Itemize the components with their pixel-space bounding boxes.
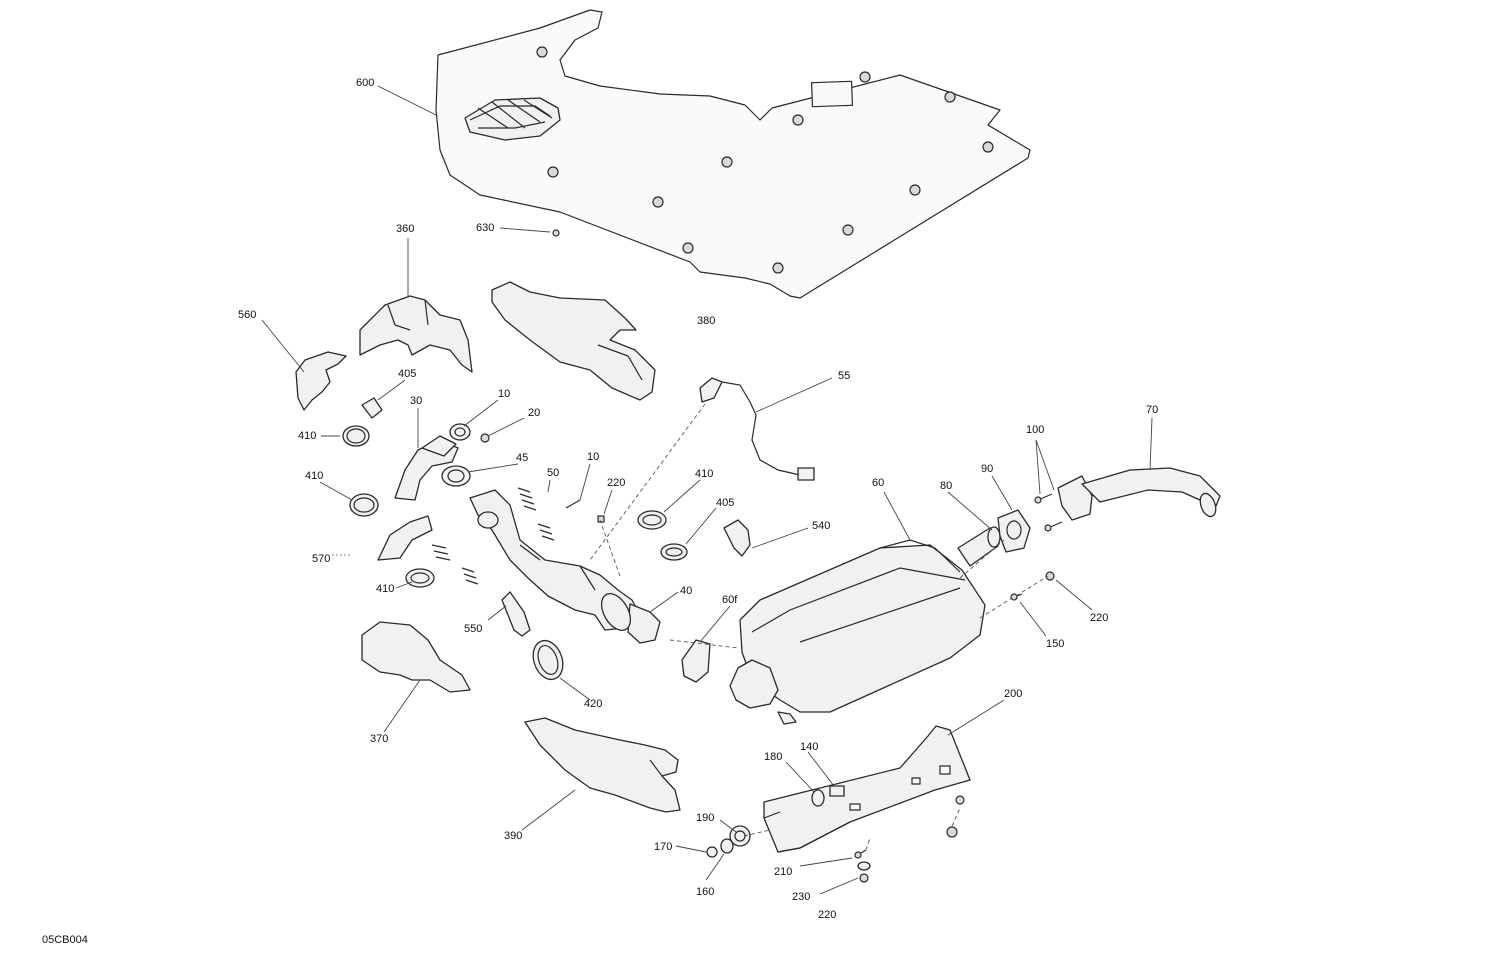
gasket-10-part-a[interactable] (449, 423, 471, 441)
spring-50-part-a[interactable] (517, 487, 537, 511)
heat-shield-360-part[interactable] (359, 295, 473, 373)
bolt-210-part[interactable] (854, 849, 867, 859)
tailpipe-70-part[interactable] (1057, 467, 1221, 521)
o2-sensor-55-part[interactable] (699, 377, 815, 481)
bolt-150-part[interactable] (1010, 593, 1023, 601)
callout-220-c: 220 (818, 909, 836, 921)
callout-200: 200 (1004, 688, 1022, 700)
washer-230-part[interactable] (857, 861, 871, 871)
shield-390-part[interactable] (524, 717, 681, 813)
callout-560: 560 (238, 309, 256, 321)
rivets (536, 46, 994, 274)
callout-420: 420 (584, 698, 602, 710)
callout-55: 55 (838, 370, 850, 382)
pin-10-part-b[interactable] (565, 499, 581, 509)
clamp-410-part-a[interactable] (342, 425, 370, 447)
clamp-60f-part[interactable] (681, 639, 711, 683)
clamp-410-part-d[interactable] (405, 568, 435, 588)
sleeve-160-part[interactable] (720, 838, 734, 854)
callout-390: 390 (504, 830, 522, 842)
callout-540: 540 (812, 520, 830, 532)
callout-180: 180 (764, 751, 782, 763)
callout-410-d: 410 (376, 583, 394, 595)
rivet-630-part[interactable] (552, 229, 560, 237)
callout-230: 230 (792, 891, 810, 903)
callout-630: 630 (476, 222, 494, 234)
callout-360: 360 (396, 223, 414, 235)
callout-140: 140 (800, 741, 818, 753)
callout-160: 160 (696, 886, 714, 898)
callout-45: 45 (516, 452, 528, 464)
shield-560-part[interactable] (295, 351, 347, 411)
callout-90: 90 (981, 463, 993, 475)
diagram-code: 05CB004 (42, 934, 88, 946)
callout-100: 100 (1026, 424, 1044, 436)
callout-405-a: 405 (398, 368, 416, 380)
grommet-140-part[interactable] (829, 785, 845, 797)
spring-50-part-b[interactable] (537, 523, 555, 541)
nut-220-part-a[interactable] (597, 515, 605, 523)
callout-410-b: 410 (305, 470, 323, 482)
callout-70: 70 (1146, 404, 1158, 416)
nut-20-part[interactable] (480, 433, 490, 443)
nut-220-part-b[interactable] (1045, 571, 1055, 581)
washer-170-part[interactable] (706, 846, 718, 858)
bolts-100-part[interactable] (1034, 493, 1063, 532)
heat-shield-380-part[interactable] (491, 281, 656, 401)
spacer-405-part-b[interactable] (660, 543, 688, 561)
callout-170: 170 (654, 841, 672, 853)
spring-50-part-d[interactable] (461, 567, 479, 585)
header-pipe-40-part[interactable] (469, 489, 661, 644)
callout-570: 570 (312, 553, 330, 565)
callout-380: 380 (697, 315, 715, 327)
callout-220-b: 220 (1090, 612, 1108, 624)
callout-210: 210 (774, 866, 792, 878)
pipe-80-part[interactable] (957, 526, 1001, 567)
callout-600: 600 (356, 77, 374, 89)
callout-550: 550 (464, 623, 482, 635)
tube-180-part[interactable] (811, 789, 825, 807)
callout-370: 370 (370, 733, 388, 745)
clamp-420-part[interactable] (528, 636, 568, 683)
callout-10-a: 10 (498, 388, 510, 400)
callout-50: 50 (547, 467, 559, 479)
flange-45-part[interactable] (441, 465, 471, 487)
shield-540-part[interactable] (723, 519, 751, 557)
shield-370-part[interactable] (361, 621, 471, 693)
muffler-60-part[interactable] (729, 539, 986, 725)
callout-60: 60 (872, 477, 884, 489)
hardware-bracket-right-part[interactable] (946, 795, 965, 838)
callout-410-c: 410 (695, 468, 713, 480)
bracket-200-part[interactable] (763, 725, 971, 853)
callout-20: 20 (528, 407, 540, 419)
callout-150: 150 (1046, 638, 1064, 650)
clamp-410-part-b[interactable] (349, 493, 379, 517)
clamp-410-part-c[interactable] (637, 510, 667, 530)
callout-40: 40 (680, 585, 692, 597)
callout-220-a: 220 (607, 477, 625, 489)
shield-570-part[interactable] (377, 515, 433, 561)
callout-410-a: 410 (298, 430, 316, 442)
skid-plate-part[interactable] (435, 9, 1031, 299)
callout-10-b: 10 (587, 451, 599, 463)
callout-405-b: 405 (716, 497, 734, 509)
callout-190: 190 (696, 812, 714, 824)
callout-60f: 60f (722, 594, 738, 606)
manifold-30-part[interactable] (394, 435, 459, 501)
callout-30: 30 (410, 395, 422, 407)
spacer-405-part[interactable] (361, 397, 383, 419)
gasket-90-part[interactable] (997, 509, 1031, 553)
nut-220-part-c[interactable] (859, 873, 869, 883)
spring-50-part-c[interactable] (431, 544, 451, 561)
callout-80: 80 (940, 480, 952, 492)
shield-550-part[interactable] (501, 591, 531, 637)
